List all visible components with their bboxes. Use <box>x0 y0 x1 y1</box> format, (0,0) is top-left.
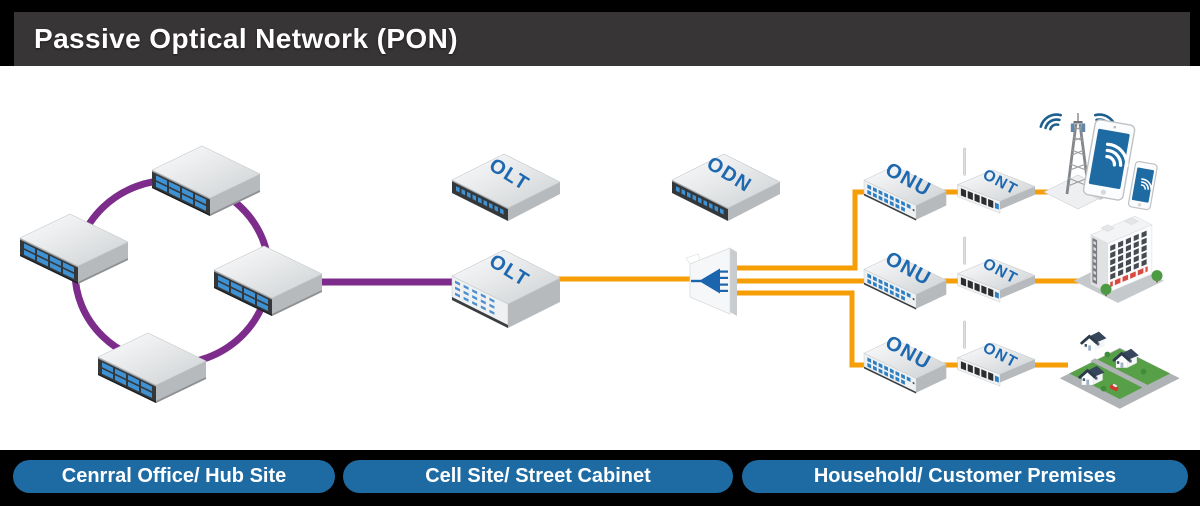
residential-houses <box>1060 332 1180 409</box>
office-building <box>1074 216 1164 303</box>
optical-splitter <box>685 247 738 317</box>
olt-device-top: OLT <box>451 153 561 222</box>
optical-splitter-icon <box>685 247 738 317</box>
pon-diagram: OLT OLT ODN ONU ONT ONU ONT <box>19 66 1200 450</box>
residential-houses-icon <box>1060 332 1180 409</box>
ont-router-1: ONT <box>957 147 1036 214</box>
zone-pill-household: Household/ Customer Premises <box>742 460 1188 493</box>
onu-device-3: ONU <box>863 332 947 394</box>
fiber-splitter-to-onu1 <box>733 189 1048 271</box>
smartphone-device <box>1128 161 1158 210</box>
odn-device: ODN <box>671 153 781 222</box>
tablet-icon <box>1083 119 1138 201</box>
office-building-icon <box>1074 216 1164 303</box>
zone-pill-cell-site: Cell Site/ Street Cabinet <box>343 460 733 493</box>
core-switch-2 <box>19 213 129 285</box>
core-switch-3 <box>213 245 323 317</box>
zone-pill-central-office: Cenrral Office/ Hub Site <box>13 460 335 493</box>
title-bar: Passive Optical Network (PON) <box>14 12 1190 66</box>
page-title: Passive Optical Network (PON) <box>34 23 458 54</box>
ont-router-3: ONT <box>957 320 1036 387</box>
olt-device-bottom: OLT <box>451 249 561 329</box>
smartphone-icon <box>1128 161 1158 210</box>
tablet-device <box>1083 119 1138 201</box>
onu-device-1: ONU <box>863 159 947 221</box>
ont-router-2: ONT <box>957 236 1036 303</box>
onu-device-2: ONU <box>863 248 947 310</box>
